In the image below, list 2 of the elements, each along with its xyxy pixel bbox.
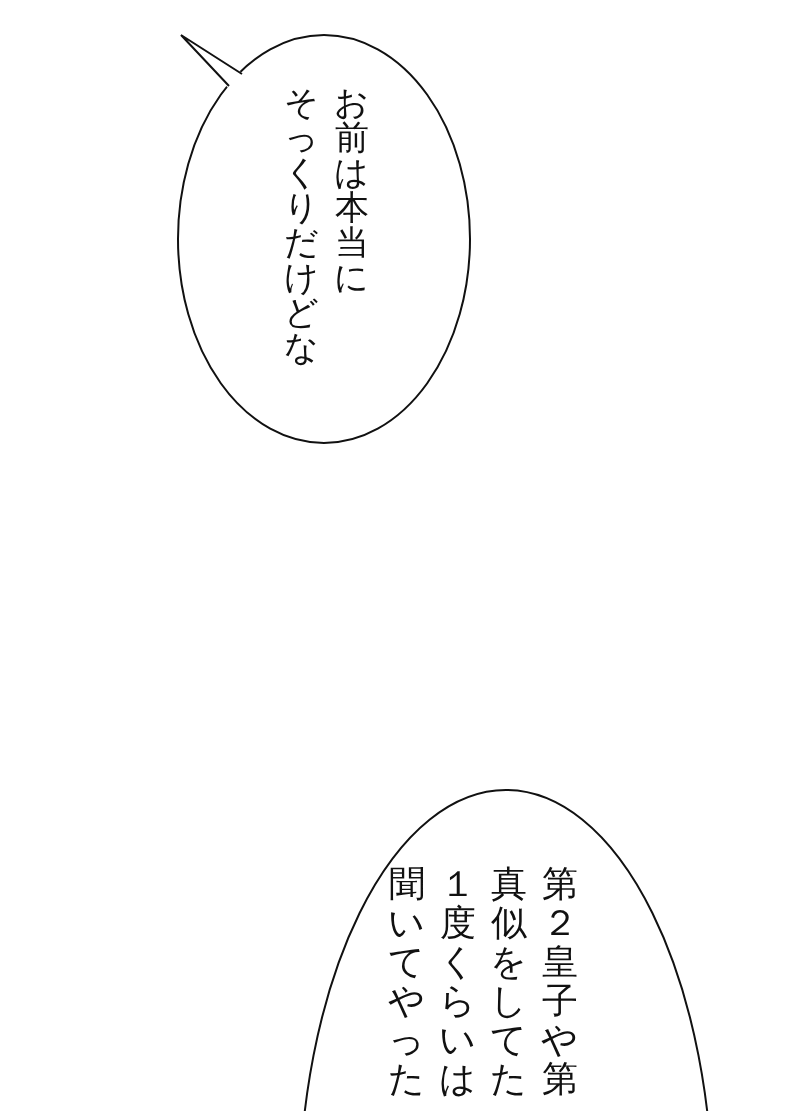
speech-text: お前は本当にそっくりだけどな [285, 85, 369, 365]
speech-text: 第２皇子や第真似をしてた１度くらいは聞いてやった [388, 864, 578, 1098]
